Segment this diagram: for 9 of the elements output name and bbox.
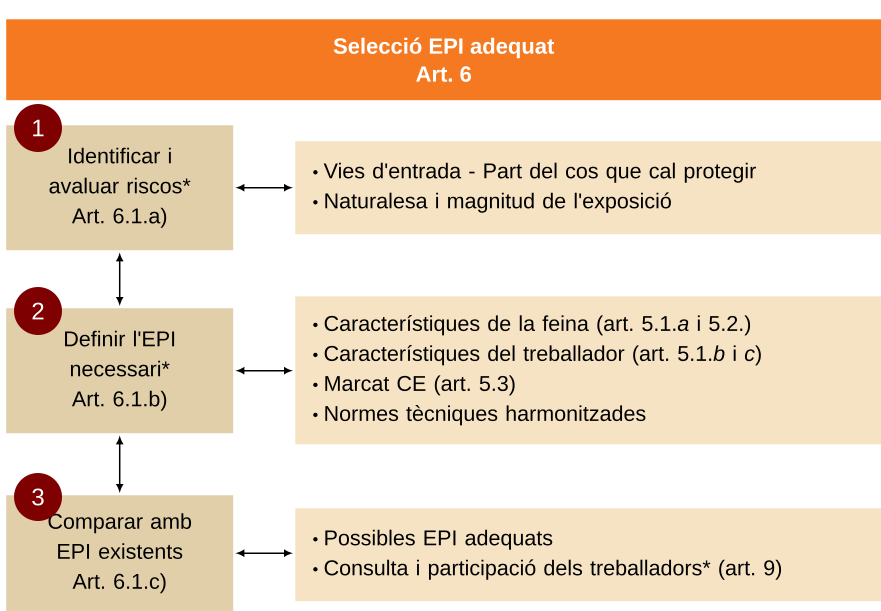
title-banner: Selecció EPI adequat Art. 6 (6, 19, 881, 100)
double-arrow (237, 184, 292, 192)
double-arrow (116, 437, 124, 492)
criteria-box: Característiques de la feina (art. 5.1.a i 5.2.) Característiques del treballador (art. 5.1.b i c) Marcat CE (art. 5.3) Normes tècniques harmonitzades (295, 296, 881, 444)
double-arrow (237, 367, 292, 374)
double-arrow (237, 550, 292, 557)
double-arrow (116, 254, 124, 304)
criteria-box: Possibles EPI adequats Consulta i participació dels treballadors* (art. 9) (295, 508, 881, 602)
criteria-box: Vies d'entrada - Part del cos que cal protegir Naturalesa i magnitud de l'exposició (295, 141, 881, 234)
